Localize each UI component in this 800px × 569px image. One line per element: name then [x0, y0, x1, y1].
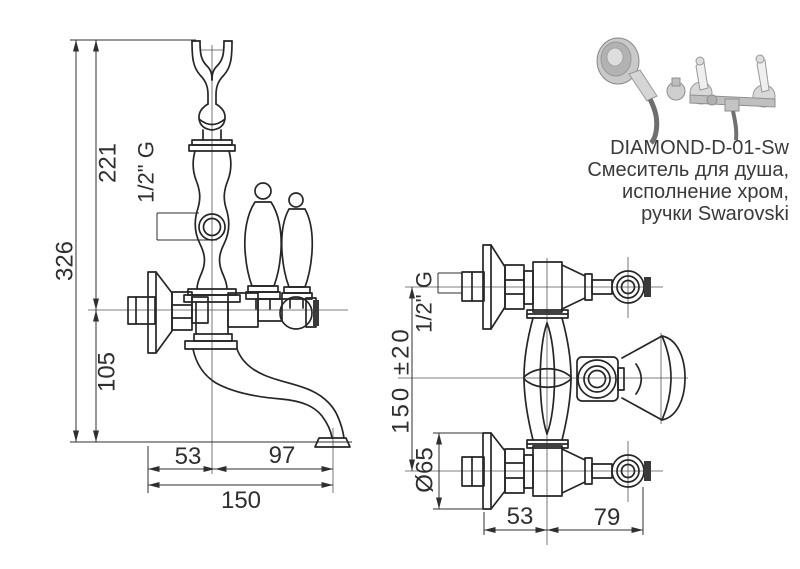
dim-label-thread-right: 1/2" G: [412, 271, 437, 333]
central-column-top-view: [523, 309, 572, 449]
dim-label-overall-depth: 150: [221, 487, 261, 514]
diverter-and-spout: [576, 335, 686, 421]
product-description-line-1: Смеситель для душа,: [587, 159, 789, 181]
mixer-photo: [689, 54, 776, 141]
handle-back: [280, 192, 314, 309]
tub-spout: [184, 333, 351, 448]
right-view-drawing: 150 ±20 1/2" G Ø65 53 79: [388, 244, 688, 545]
right-view-dimensions: 150 ±20 1/2" G Ø65 53 79: [388, 271, 644, 535]
dim-label-escutcheon-diameter: Ø65: [412, 447, 439, 492]
dim-label-total-height: 326: [52, 241, 79, 281]
handle-front: [243, 182, 283, 310]
bottom-connection: [461, 432, 651, 510]
hand-shower: [596, 37, 686, 145]
left-view-dimensions: 326 221 105 1/2" G 53 97 150: [52, 39, 352, 514]
dim-label-pipe-spacing: 150 ±20: [388, 326, 415, 434]
valve-bodies-left-view: [227, 292, 319, 330]
wall-connection-left-view: [127, 271, 209, 354]
dim-label-center-to-handle: 79: [594, 504, 621, 531]
dim-label-axis-to-bottom: 105: [94, 352, 121, 392]
product-caption: DIAMOND-D-01-Sw Смеситель для душа, испо…: [519, 137, 789, 225]
fork-shower-holder: [191, 40, 233, 141]
right-view-centerlines: [398, 257, 688, 545]
left-view-centerlines: [88, 45, 348, 493]
top-connection: [461, 244, 651, 330]
dim-label-wall-to-center-top: 53: [507, 503, 534, 530]
dim-label-wall-to-center: 53: [175, 443, 202, 470]
product-model: DIAMOND-D-01-Sw: [610, 137, 789, 159]
dim-label-thread-left: 1/2" G: [134, 141, 159, 203]
dim-label-center-to-spout: 97: [269, 442, 296, 469]
product-description-line-3: ручки Swarovski: [641, 203, 789, 225]
product-description-line-2: исполнение хром,: [622, 181, 789, 203]
dim-label-top-to-axis: 221: [95, 143, 122, 183]
product-photo: [596, 37, 776, 145]
left-view-drawing: 326 221 105 1/2" G 53 97 150: [52, 39, 352, 514]
